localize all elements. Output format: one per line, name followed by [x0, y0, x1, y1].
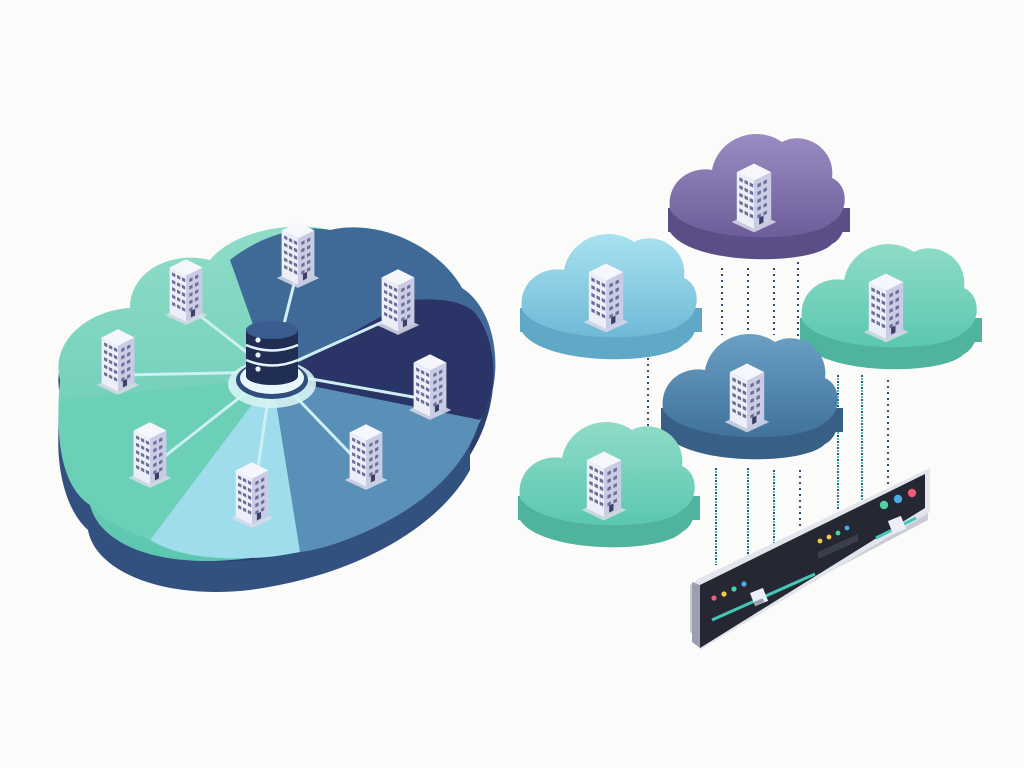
- office-building-icon: [408, 354, 452, 420]
- office-building-icon: [164, 259, 208, 325]
- office-building-icon: [230, 462, 274, 528]
- office-building-icon: [344, 424, 388, 490]
- cloud-cluster: [518, 134, 982, 548]
- office-building-icon: [276, 222, 320, 288]
- office-building-icon: [863, 273, 909, 343]
- office-building-icon: [376, 269, 420, 335]
- mixer-panel-icon: [690, 468, 930, 650]
- cloud-icon: [661, 334, 843, 460]
- mixer-panel-face: [700, 474, 925, 648]
- indicator-lights-large: [879, 488, 917, 510]
- database-icon: [228, 321, 316, 408]
- office-building-icon: [724, 363, 770, 433]
- cloud-icon: [800, 244, 982, 370]
- office-building-icon: [96, 329, 140, 395]
- connector-lines: [647, 262, 889, 565]
- office-building-icon: [583, 263, 629, 333]
- hub-platform-side-front: [58, 395, 470, 592]
- office-building-icon: [128, 422, 172, 488]
- office-building-icon: [581, 451, 627, 521]
- fader-slider-right: [875, 515, 917, 540]
- cloud-icon: [668, 134, 850, 260]
- hub-nodes: [96, 222, 452, 528]
- cloud-icon: [520, 234, 702, 360]
- status-led-row-lower: [711, 581, 747, 601]
- cloud-icon: [518, 422, 700, 548]
- fader-slider-left: [711, 572, 816, 622]
- office-building-icon: [731, 163, 777, 233]
- status-led-row-upper: [817, 525, 858, 559]
